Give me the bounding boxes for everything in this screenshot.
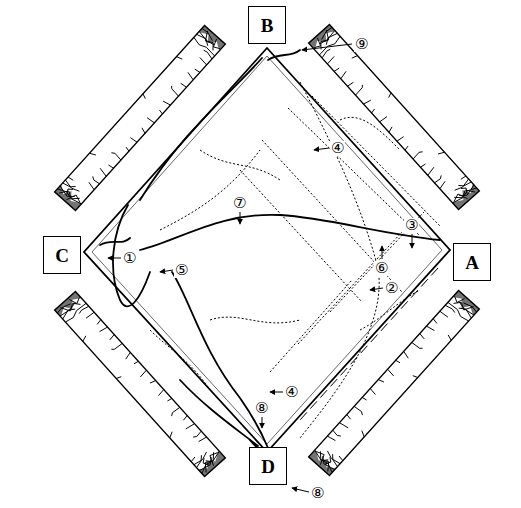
corner-letter: C <box>55 246 69 265</box>
corner-box: A <box>453 243 491 281</box>
callout-number: ③ <box>404 218 419 233</box>
callout-number: ⑦ <box>232 196 247 211</box>
callout-number: ④ <box>330 141 345 156</box>
callout-number: ② <box>384 281 399 296</box>
callout-number: ⑧ <box>310 486 325 501</box>
corner-box: D <box>249 447 287 485</box>
corner-letter: D <box>261 457 275 476</box>
corner-letter: A <box>465 253 479 272</box>
callout-number: ⑤ <box>174 263 189 278</box>
callout-number: ④ <box>284 385 299 400</box>
corner-box: B <box>248 6 286 44</box>
corner-letter: B <box>261 16 274 35</box>
callout-number: ① <box>122 251 137 266</box>
corner-box: C <box>43 236 81 274</box>
callout-number: ⑧ <box>254 401 269 416</box>
callout-number: ⑨ <box>354 37 369 52</box>
callout-number: ⑥ <box>374 261 389 276</box>
